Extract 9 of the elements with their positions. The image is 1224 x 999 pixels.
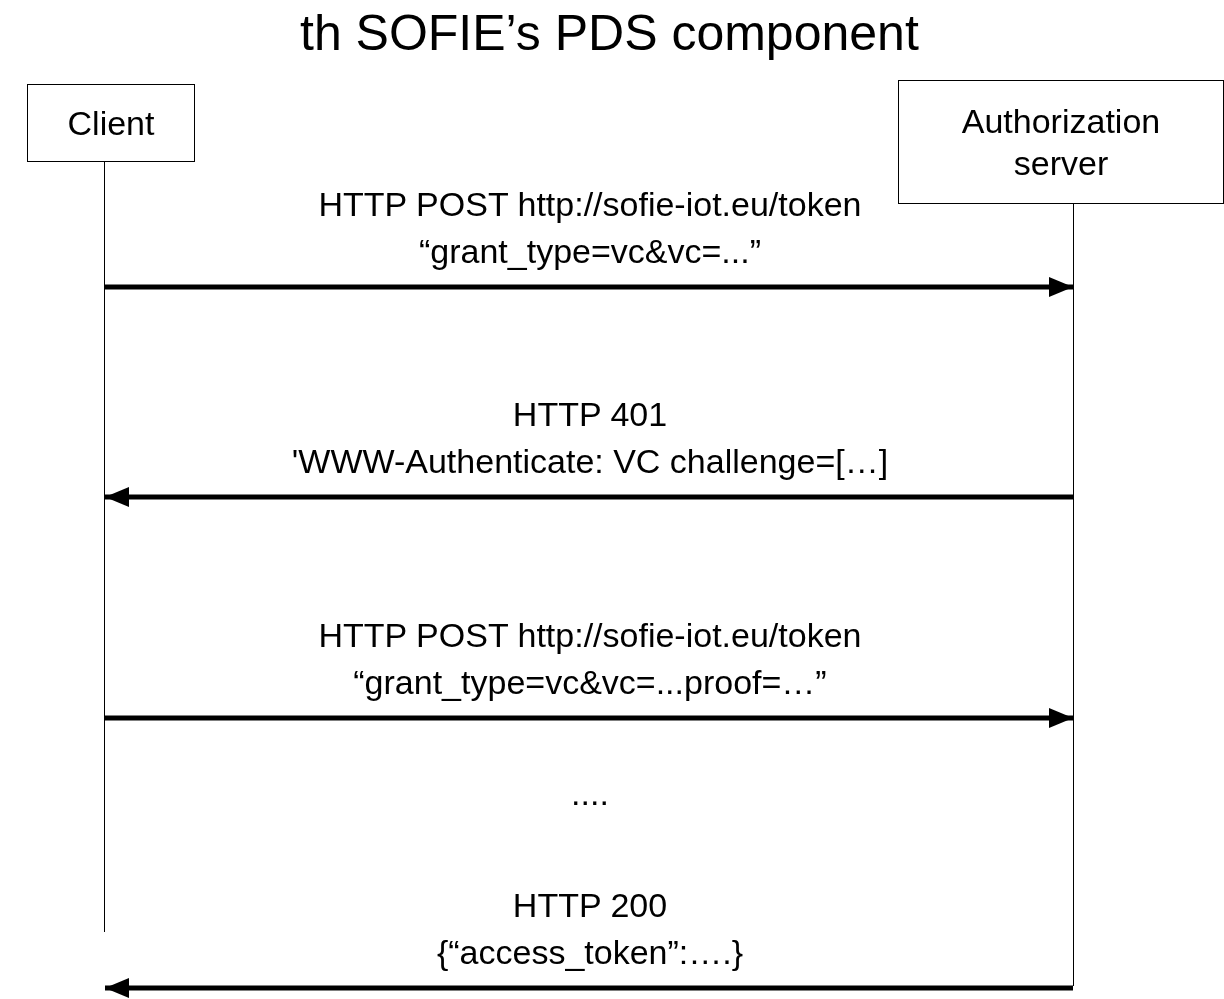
arrow	[105, 487, 1073, 507]
lifeline	[1073, 204, 1074, 986]
arrow	[105, 708, 1073, 728]
lifeline	[104, 162, 105, 932]
diagram-title: th SOFIE’s PDS component	[300, 4, 919, 62]
arrow	[105, 978, 1073, 998]
arrow	[105, 277, 1073, 297]
participant-box: Authorization server	[898, 80, 1224, 204]
participant-box: Client	[27, 84, 195, 162]
